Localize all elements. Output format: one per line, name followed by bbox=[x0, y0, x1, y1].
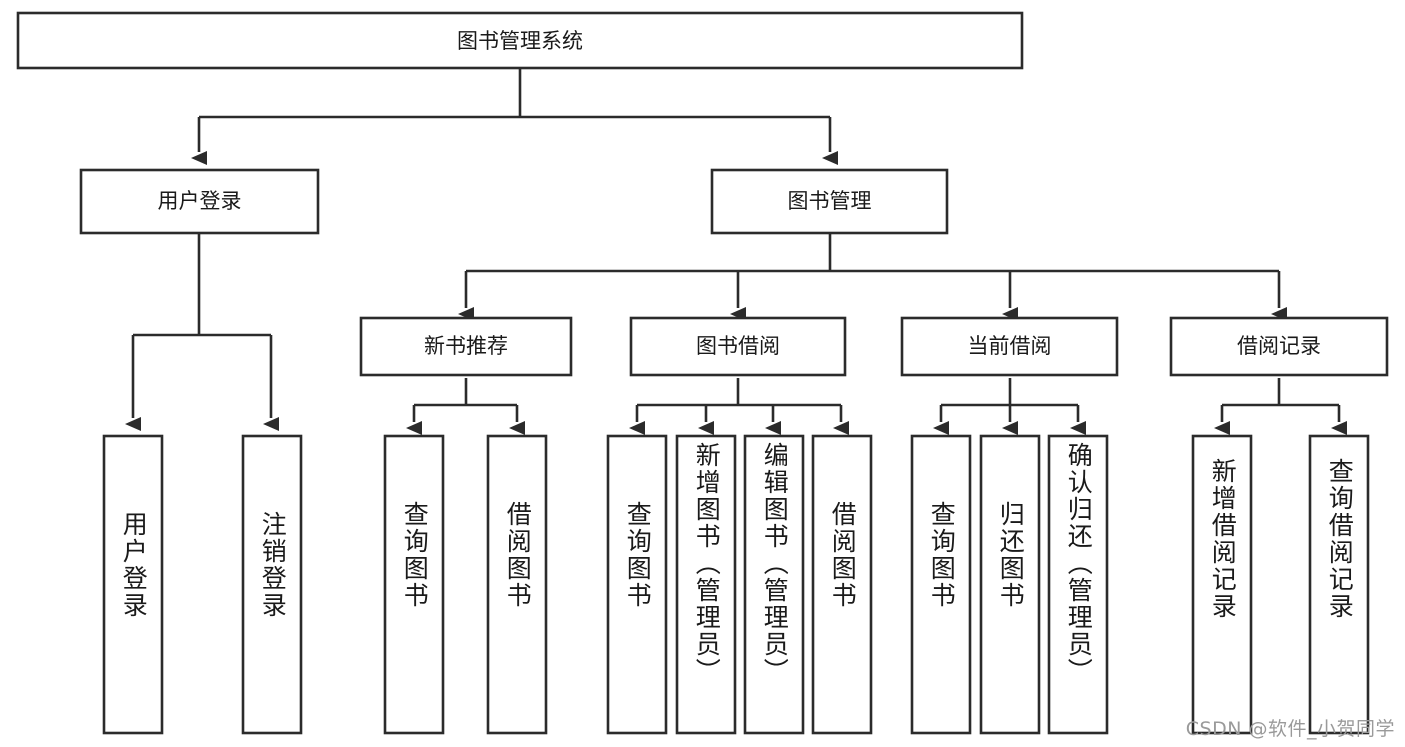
node-leaf-borrow-book-1[interactable] bbox=[486, 434, 548, 735]
node-leaf-query-book-3[interactable] bbox=[910, 434, 972, 735]
node-leaf-query-book-1[interactable] bbox=[383, 434, 445, 735]
node-leaf-query-book-2[interactable] bbox=[606, 434, 668, 735]
node-leaf-edit-book[interactable] bbox=[743, 434, 805, 735]
node-book-manage[interactable]: 图书管理 bbox=[710, 168, 949, 235]
node-book-manage-label: 图书管理 bbox=[788, 189, 872, 213]
node-borrow-record-label: 借阅记录 bbox=[1237, 334, 1321, 358]
connector-borrowrecord-to-leaves bbox=[1214, 378, 1347, 435]
node-root[interactable]: 图书管理系统 bbox=[16, 11, 1024, 70]
node-new-book-recommend[interactable]: 新书推荐 bbox=[359, 316, 573, 377]
node-leaf-query-record[interactable] bbox=[1308, 434, 1370, 735]
node-leaf-add-book[interactable] bbox=[675, 434, 737, 735]
node-leaf-borrow-book-2[interactable] bbox=[811, 434, 873, 735]
connector-currentborrow-to-leaves bbox=[933, 378, 1086, 435]
node-new-book-recommend-label: 新书推荐 bbox=[424, 334, 508, 358]
node-root-label: 图书管理系统 bbox=[457, 29, 583, 53]
node-book-borrow-label: 图书借阅 bbox=[696, 334, 780, 358]
watermark-text: CSDN @软件_小贺同学 bbox=[1185, 718, 1395, 740]
node-leaf-add-record[interactable] bbox=[1191, 434, 1253, 735]
node-current-borrow[interactable]: 当前借阅 bbox=[900, 316, 1119, 377]
connector-bookborrow-to-leaves bbox=[629, 378, 849, 435]
node-user-login[interactable]: 用户登录 bbox=[79, 168, 320, 235]
connector-newbook-to-leaves bbox=[406, 378, 525, 435]
node-current-borrow-label: 当前借阅 bbox=[968, 334, 1052, 358]
node-user-login-label: 用户登录 bbox=[158, 189, 242, 213]
node-leaf-user-login[interactable] bbox=[102, 434, 164, 735]
connector-bookmanage-to-level3 bbox=[458, 233, 1287, 321]
connector-root-to-level2 bbox=[191, 68, 838, 165]
node-book-borrow[interactable]: 图书借阅 bbox=[629, 316, 847, 377]
connector-userlogin-to-leaves bbox=[125, 233, 279, 431]
node-leaf-user-logout[interactable] bbox=[241, 434, 303, 735]
node-borrow-record[interactable]: 借阅记录 bbox=[1169, 316, 1389, 377]
node-leaf-confirm-return[interactable] bbox=[1047, 434, 1109, 735]
node-leaf-return-book[interactable] bbox=[979, 434, 1041, 735]
